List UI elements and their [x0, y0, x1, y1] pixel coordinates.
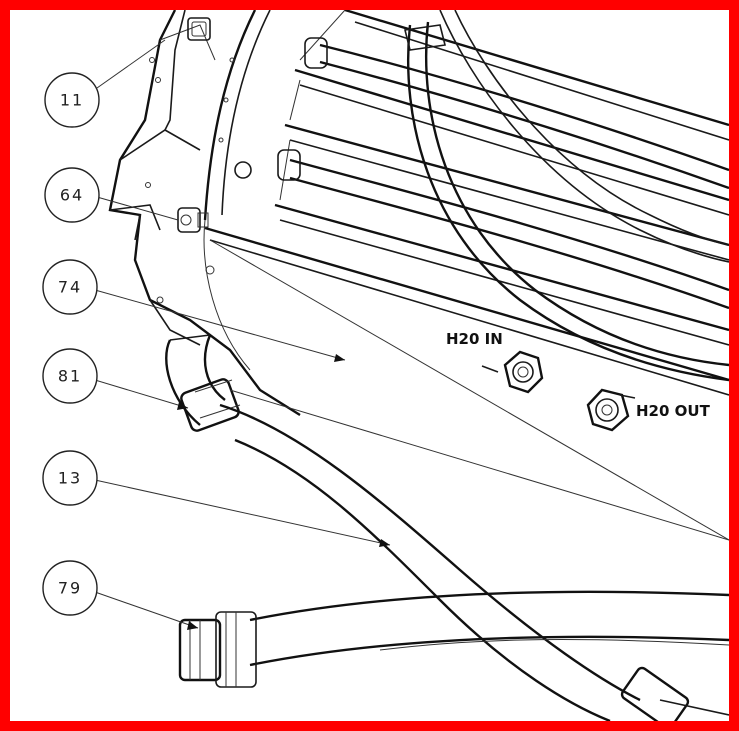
callout-label: 79	[58, 579, 82, 598]
callout-circle	[42, 348, 98, 404]
tube-fitting-upper	[304, 37, 328, 69]
leader-lines	[94, 39, 729, 630]
outlet-arrow	[619, 394, 636, 399]
end-plate	[108, 10, 301, 417]
housing-rim	[203, 10, 271, 371]
callout-13: 13	[42, 450, 98, 506]
mount-hole	[234, 161, 252, 179]
water-tubes	[277, 10, 729, 382]
inlet-label: H20 IN	[446, 330, 503, 348]
callout-label: 64	[60, 186, 84, 205]
tube-clamp	[404, 24, 446, 51]
bolt-head-top	[187, 17, 211, 41]
cooling-fins	[204, 10, 729, 396]
inlet-arrow	[481, 365, 499, 373]
side-fitting	[177, 207, 209, 233]
callout-79: 79	[42, 560, 98, 616]
callout-74: 74	[42, 259, 98, 315]
outlet-label: H20 OUT	[636, 402, 711, 420]
callout-label: 11	[60, 91, 84, 110]
callout-label: 13	[58, 469, 82, 488]
callout-circle	[44, 72, 100, 128]
supply-hose	[219, 403, 729, 721]
port-out	[586, 388, 630, 432]
drawing-body: H20 IN H20 OUT	[94, 10, 729, 721]
callout-label: 74	[58, 278, 82, 297]
port-in	[503, 350, 544, 394]
callout-64: 64	[44, 167, 100, 223]
elbow-nut	[180, 378, 240, 432]
callout-circle	[42, 450, 98, 506]
callout-11: 11	[44, 72, 100, 128]
callout-label: 81	[58, 367, 82, 386]
hose-end-nut	[620, 666, 690, 721]
return-hose	[178, 590, 729, 688]
callout-circle	[44, 167, 100, 223]
callout-circle	[42, 259, 98, 315]
callout-circle	[42, 560, 98, 616]
elbow-fitting	[165, 334, 241, 432]
tube-fitting-lower	[277, 149, 301, 181]
callout-81: 81	[42, 348, 98, 404]
